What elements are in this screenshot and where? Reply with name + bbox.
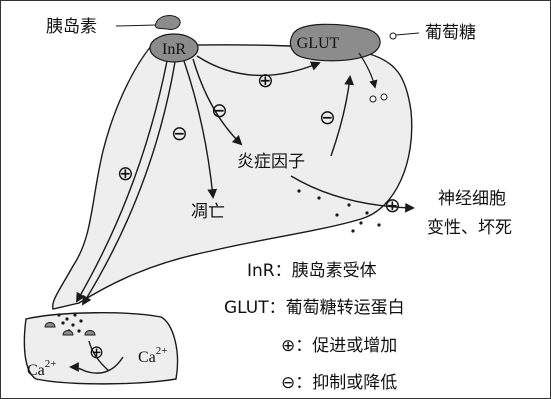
apoptosis-label: 凋亡 — [191, 202, 225, 222]
glut-label: GLUT — [297, 35, 340, 52]
glucose-inside-dot — [369, 95, 377, 103]
ca-channel-right — [84, 330, 96, 336]
insulin-pointer — [115, 24, 157, 27]
ca-right-label: Ca2+ — [138, 345, 168, 366]
minus-symbol: ⊖ — [211, 98, 228, 122]
inr-receptor — [149, 33, 199, 63]
arrow-inr-to-synapse-2 — [81, 61, 176, 306]
arrow-inr-to-synapse-1 — [76, 60, 168, 303]
plus-symbol: ⊕ — [384, 193, 401, 217]
insulin-label: 胰岛素 — [46, 17, 97, 37]
neuron-damage-label-line1: 神经细胞 — [438, 189, 506, 209]
arrow-ca-influx — [69, 356, 124, 374]
insulin-molecule — [154, 15, 181, 30]
glucose-pointer — [395, 32, 420, 36]
ca-left-label: Ca2+ — [27, 358, 57, 379]
inr-label: InR — [162, 41, 186, 58]
glucose-inside-dot — [380, 93, 388, 101]
plus-symbol: ⊕ — [257, 68, 274, 92]
legend-minus: ⊖：抑制或降低 — [281, 373, 397, 393]
ca-channel-left — [44, 322, 56, 328]
glucose-molecule — [389, 32, 397, 40]
minus-symbol: ⊖ — [171, 121, 188, 145]
arrow-inflammation-to-damage — [290, 175, 415, 213]
legend-inr: InR：胰岛素受体 — [247, 261, 377, 281]
ca-channel-middle — [62, 330, 74, 336]
inflammatory-factor-label: 炎症因子 — [237, 152, 305, 172]
target-cell — [23, 312, 179, 385]
legend-plus: ⊕：促进或增加 — [281, 336, 397, 356]
neuron-damage-label-line2: 变性、坏死 — [427, 218, 512, 238]
arrow-inr-to-glut — [196, 55, 321, 77]
arrow-inflammation-to-glut — [330, 75, 355, 157]
glut-transporter — [289, 23, 381, 62]
arrow-ca-channel — [88, 340, 110, 372]
inflammation-release-dots — [297, 189, 381, 233]
plus-symbol: ⊕ — [89, 342, 104, 363]
synaptic-vesicles — [57, 313, 83, 333]
legend-glut: GLUT：葡萄糖转运蛋白 — [224, 298, 405, 318]
glucose-label: 葡萄糖 — [425, 23, 476, 43]
legend: InR：胰岛素受体 GLUT：葡萄糖转运蛋白 ⊕：促进或增加 ⊖：抑制或降低 — [224, 261, 405, 393]
arrow-inr-to-inflammation — [192, 58, 243, 146]
plus-symbol: ⊕ — [117, 161, 134, 185]
glucose-entry-arrow — [358, 52, 378, 89]
arrow-inr-to-apoptosis — [183, 60, 218, 199]
minus-symbol: ⊖ — [319, 105, 336, 129]
